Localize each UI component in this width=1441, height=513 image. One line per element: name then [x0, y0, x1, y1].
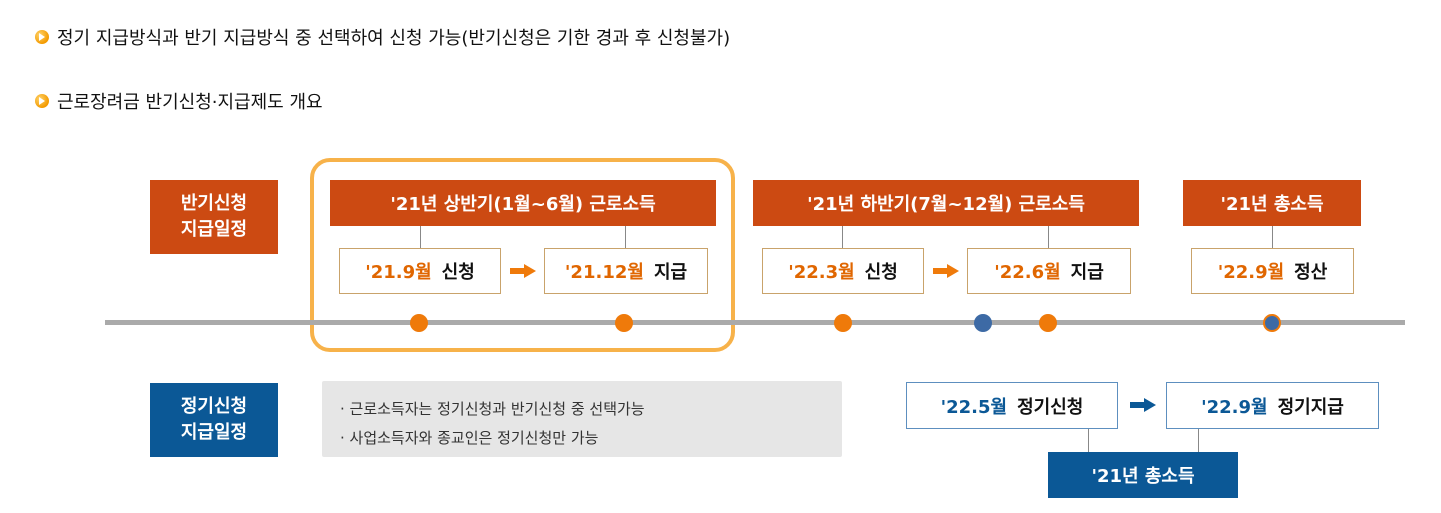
first-half-highlight-frame: [310, 158, 735, 352]
timeline-dot: [615, 314, 633, 332]
regular-total-income-footer: '21년 총소득: [1048, 452, 1238, 498]
schedule-action: 정기신청: [1017, 396, 1084, 418]
regular-notes-box: · 근로소득자는 정기신청과 반기신청 중 선택가능 · 사업소득자와 종교인은…: [322, 381, 842, 457]
timeline-dot: [1263, 314, 1281, 332]
total-income-header: '21년 총소득: [1183, 180, 1361, 226]
schedule-date: '22.9월: [1201, 396, 1268, 418]
schedule-action: 정산: [1294, 262, 1328, 283]
connector-line: [842, 226, 843, 248]
orange-bullet-icon: [35, 94, 49, 108]
schedule-action: 신청: [441, 262, 475, 283]
first-half-header: '21년 상반기(1월~6월) 근로소득: [330, 180, 716, 226]
connector-line: [625, 226, 626, 248]
connector-line: [1198, 429, 1199, 452]
second-half-header: '21년 하반기(7월~12월) 근로소득: [753, 180, 1139, 226]
timeline-dot: [410, 314, 428, 332]
note-line-2: 근로장려금 반기신청·지급제도 개요: [35, 88, 323, 114]
schedule-box-regular-apply-2205: '22.5월 정기신청: [906, 382, 1118, 429]
note-text: 정기 지급방식과 반기 지급방식 중 선택하여 신청 가능(반기신청은 기한 경…: [57, 28, 731, 49]
connector-line: [1088, 429, 1089, 452]
right-arrow-icon: [1130, 398, 1156, 412]
note-text: 근로장려금 반기신청·지급제도 개요: [57, 92, 323, 113]
timeline-dot: [1039, 314, 1057, 332]
regular-note: · 사업소득자와 종교인은 정기신청만 가능: [340, 429, 599, 447]
label-line: 정기신청: [180, 396, 248, 417]
half-year-schedule-label: 반기신청 지급일정: [150, 180, 278, 254]
schedule-action: 지급: [653, 262, 688, 283]
regular-note: · 근로소득자는 정기신청과 반기신청 중 선택가능: [340, 400, 645, 418]
schedule-action: 지급: [1070, 262, 1104, 283]
schedule-box-pay-2206: '22.6월 지급: [967, 248, 1131, 294]
schedule-date: '22.3월: [788, 262, 855, 283]
connector-line: [1272, 226, 1273, 248]
schedule-action: 신청: [864, 262, 898, 283]
timeline-dot: [834, 314, 852, 332]
schedule-date: '22.5월: [940, 396, 1008, 418]
connector-line: [420, 226, 421, 248]
right-arrow-icon: [510, 264, 536, 278]
connector-line: [1048, 226, 1049, 248]
schedule-date: '21.9월: [365, 262, 432, 283]
schedule-box-apply-2109: '21.9월 신청: [339, 248, 501, 294]
timeline-line: [105, 320, 1405, 325]
schedule-date: '22.9월: [1217, 262, 1285, 283]
schedule-date: '22.6월: [994, 262, 1061, 283]
label-line: 반기신청: [180, 193, 248, 214]
schedule-box-settle-2209: '22.9월 정산: [1191, 248, 1354, 294]
schedule-box-regular-pay-2209: '22.9월 정기지급: [1166, 382, 1379, 429]
right-arrow-icon: [933, 264, 959, 278]
label-line: 지급일정: [180, 219, 248, 240]
schedule-date: '21.12월: [564, 262, 644, 283]
label-line: 지급일정: [180, 422, 248, 443]
note-line-1: 정기 지급방식과 반기 지급방식 중 선택하여 신청 가능(반기신청은 기한 경…: [35, 24, 730, 50]
schedule-action: 정기지급: [1277, 396, 1344, 418]
schedule-box-pay-2112: '21.12월 지급: [544, 248, 708, 294]
orange-bullet-icon: [35, 30, 49, 44]
regular-schedule-label: 정기신청 지급일정: [150, 383, 278, 457]
timeline-dot: [974, 314, 992, 332]
schedule-box-apply-2203: '22.3월 신청: [762, 248, 924, 294]
